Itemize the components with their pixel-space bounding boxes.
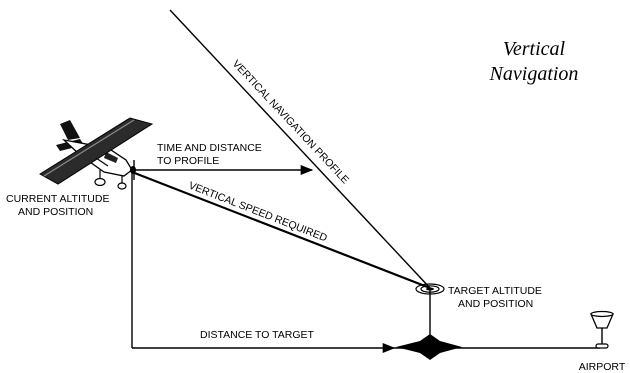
- target-label-2: AND POSITION: [458, 298, 533, 310]
- vertical-speed-line: [132, 172, 430, 288]
- title-line-1: Vertical: [503, 38, 566, 60]
- distance-target-label: DISTANCE TO TARGET: [200, 329, 315, 341]
- current-label-1: CURRENT ALTITUDE: [6, 193, 109, 205]
- airplane-icon: [40, 118, 152, 189]
- target-marker-icon: [416, 284, 444, 294]
- ground-cross-icon: [396, 334, 462, 360]
- time-distance-label-2: TO PROFILE: [157, 155, 219, 167]
- current-label-2: AND POSITION: [18, 206, 93, 218]
- title-line-2: Navigation: [489, 63, 579, 85]
- target-label-1: TARGET ALTITUDE: [448, 285, 542, 297]
- vnav-profile-label: VERTICAL NAVIGATION PROFILE: [230, 58, 351, 186]
- vertical-speed-label: VERTICAL SPEED REQUIRED: [187, 180, 329, 245]
- time-distance-label-1: TIME AND DISTANCE: [157, 142, 262, 154]
- airport-beacon-icon: [591, 312, 613, 349]
- airport-label: AIRPORT: [579, 361, 626, 373]
